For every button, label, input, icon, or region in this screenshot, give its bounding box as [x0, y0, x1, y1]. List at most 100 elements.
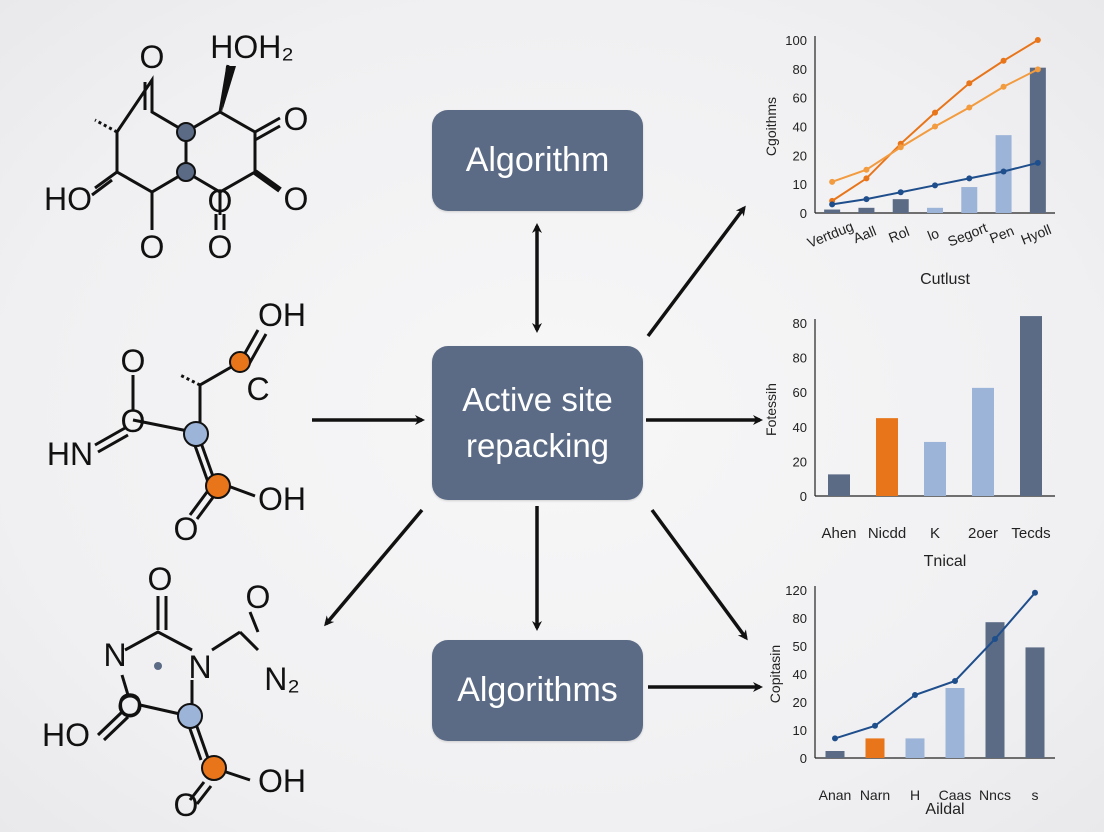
y-tick-label: 80: [793, 62, 807, 77]
bar: [945, 688, 965, 758]
m1-atom-o-bottom2: O: [208, 229, 233, 265]
bar: [865, 738, 885, 758]
bar: [858, 207, 875, 213]
series-point: [897, 144, 904, 151]
y-tick-label: 120: [785, 583, 807, 598]
m3-atom-o-top-right: O: [246, 579, 271, 615]
bar: [824, 209, 841, 213]
series-point: [932, 123, 938, 130]
x-axis-title: Cutlust: [920, 271, 970, 288]
y-tick-label: 100: [785, 33, 807, 48]
y-tick-label: 50: [793, 639, 807, 654]
molecule-2: [94, 329, 268, 520]
molecule-3: [96, 596, 260, 805]
m3-atom-oh: OH: [258, 763, 306, 799]
y-tick-label: 20: [793, 454, 807, 469]
bar: [876, 418, 898, 496]
x-tick-label: Nncs: [979, 787, 1011, 803]
bar: [927, 207, 943, 213]
y-tick-label: 10: [793, 177, 807, 192]
series-point: [966, 104, 973, 111]
y-tick-label: 20: [793, 695, 807, 710]
m2-atom-oh-bottom: OH: [258, 481, 306, 517]
bar: [905, 738, 925, 758]
x-axis-title: Tnical: [924, 553, 967, 570]
bar: [1020, 316, 1042, 496]
m1-atom-o-bottom: O: [140, 229, 165, 265]
x-tick-label: Ahen: [821, 525, 856, 542]
algorithm-box-label: Algorithm: [465, 141, 610, 179]
series-point: [912, 692, 918, 698]
series-point: [992, 636, 998, 642]
m3-atom-o-bottom: O: [174, 787, 199, 823]
y-tick-label: 80: [793, 316, 807, 331]
molecule-1: [91, 64, 282, 230]
x-tick-label: Caas: [939, 787, 972, 803]
m3-atom-o-ring: O: [118, 687, 143, 723]
series-point: [863, 196, 870, 203]
y-tick-label: 60: [793, 385, 807, 400]
active-site-line-2: repacking: [465, 427, 610, 464]
y-axis-title: Copitasin: [767, 645, 783, 703]
m2-atom-hn: HN: [47, 436, 93, 472]
x-tick-label: Anan: [819, 787, 852, 803]
active-site-line-1: Active site: [462, 381, 613, 418]
m3-atom-o-top: O: [148, 561, 173, 597]
m1-atom-o-ring: O: [208, 183, 233, 219]
bar: [892, 199, 909, 213]
x-tick-label: lo: [925, 225, 941, 244]
y-tick-label: 0: [800, 206, 807, 221]
series-point: [872, 722, 878, 729]
x-tick-label: 2oer: [968, 525, 998, 542]
series-point: [932, 182, 938, 189]
x-tick-label: H: [910, 787, 920, 803]
x-tick-label: s: [1032, 787, 1039, 803]
x-tick-label: Segort: [945, 219, 989, 249]
series-line: [834, 592, 1036, 740]
y-tick-label: 40: [793, 120, 807, 135]
series-point: [829, 178, 836, 185]
x-tick-label: Aall: [851, 223, 879, 247]
series-point: [1000, 83, 1007, 90]
arrow-center-to-chart1: [646, 205, 746, 338]
m3-atom-n-right: N: [188, 649, 211, 685]
bar: [1029, 67, 1046, 214]
y-tick-label: 0: [800, 751, 807, 766]
x-tick-label: Rol: [886, 223, 911, 246]
y-tick-label: 80: [793, 611, 807, 626]
algorithm-box: Algorithm: [432, 110, 643, 211]
series-point: [932, 109, 938, 116]
series-point: [1034, 159, 1041, 166]
m2-atom-o-left: O: [121, 343, 146, 379]
m1-atom-o-right: O: [284, 101, 309, 137]
series-point: [863, 175, 870, 182]
x-tick-label: Pen: [987, 222, 1016, 246]
bar: [1025, 647, 1045, 758]
arrow-center-to-molecule3: [324, 508, 424, 627]
algorithms-box-label: Algorithms: [457, 671, 618, 709]
m1-atom-hoh2: HOH₂: [210, 29, 294, 65]
series-point: [829, 201, 836, 208]
bar: [825, 751, 845, 758]
algorithms-box: Algorithms: [432, 640, 643, 741]
y-axis-title: Cgoithms: [763, 97, 779, 156]
m3-atom-n2: N₂: [264, 661, 300, 697]
y-tick-label: 20: [793, 148, 807, 163]
series-point: [966, 80, 973, 87]
series-point: [1032, 589, 1038, 596]
x-tick-label: K: [930, 525, 940, 542]
m2-atom-o-ring: O: [121, 403, 146, 439]
m3-atom-ho: HO: [42, 717, 90, 753]
y-tick-label: 80: [793, 351, 807, 366]
x-tick-label: Tecds: [1011, 525, 1050, 542]
series-point: [1034, 37, 1041, 43]
series-point: [832, 735, 838, 742]
y-tick-label: 40: [793, 420, 807, 435]
y-tick-label: 0: [800, 489, 807, 504]
m1-atom-o-right2: O: [284, 181, 309, 217]
x-tick-label: Vertdug: [805, 218, 856, 251]
x-axis-title: Aildal: [925, 801, 964, 818]
x-tick-label: Nicdd: [868, 525, 906, 542]
bar: [924, 441, 946, 496]
